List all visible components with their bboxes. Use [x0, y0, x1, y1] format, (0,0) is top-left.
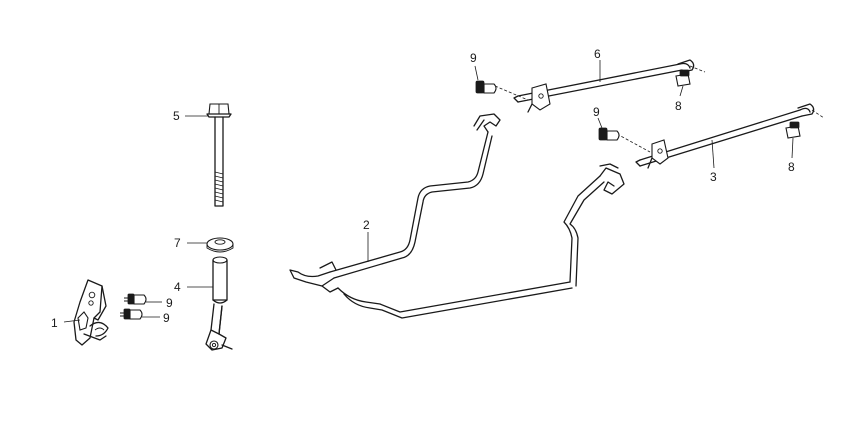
part-6-arm: [494, 59, 706, 113]
callout-8-right: 8: [788, 160, 795, 174]
part-5-bolt: [206, 103, 232, 207]
callout-7: 7: [174, 236, 181, 250]
callout-9-middle: 9: [593, 105, 600, 119]
part-3-arm: [616, 103, 825, 169]
callout-6: 6: [594, 47, 601, 61]
part-8-nut-top: [675, 69, 691, 87]
callout-4: 4: [174, 280, 181, 294]
callout-1: 1: [51, 316, 58, 330]
callout-9-top: 9: [470, 51, 477, 65]
part-9-screw-top: [475, 80, 497, 94]
part-9-screw-middle: [598, 127, 620, 141]
callout-9-lower-left: 9: [163, 311, 170, 325]
part-9-screw-lower-left: [120, 308, 143, 320]
part-7-washer: [206, 237, 234, 253]
part-2-rod: [289, 113, 625, 319]
part-9-screw-upper-left: [124, 293, 147, 305]
leader-lines: [63, 60, 794, 323]
callout-5: 5: [173, 109, 180, 123]
callout-9-upper-left: 9: [166, 296, 173, 310]
part-1-bracket: [73, 279, 109, 346]
callout-labels: 1 2 3 4 5 6 7 8 8 9 9 9 9: [51, 47, 795, 330]
callout-8-top: 8: [675, 99, 682, 113]
callout-3: 3: [710, 170, 717, 184]
part-4-collar-rod: [205, 256, 233, 351]
callout-2: 2: [363, 218, 370, 232]
part-8-nut-right: [785, 121, 801, 139]
